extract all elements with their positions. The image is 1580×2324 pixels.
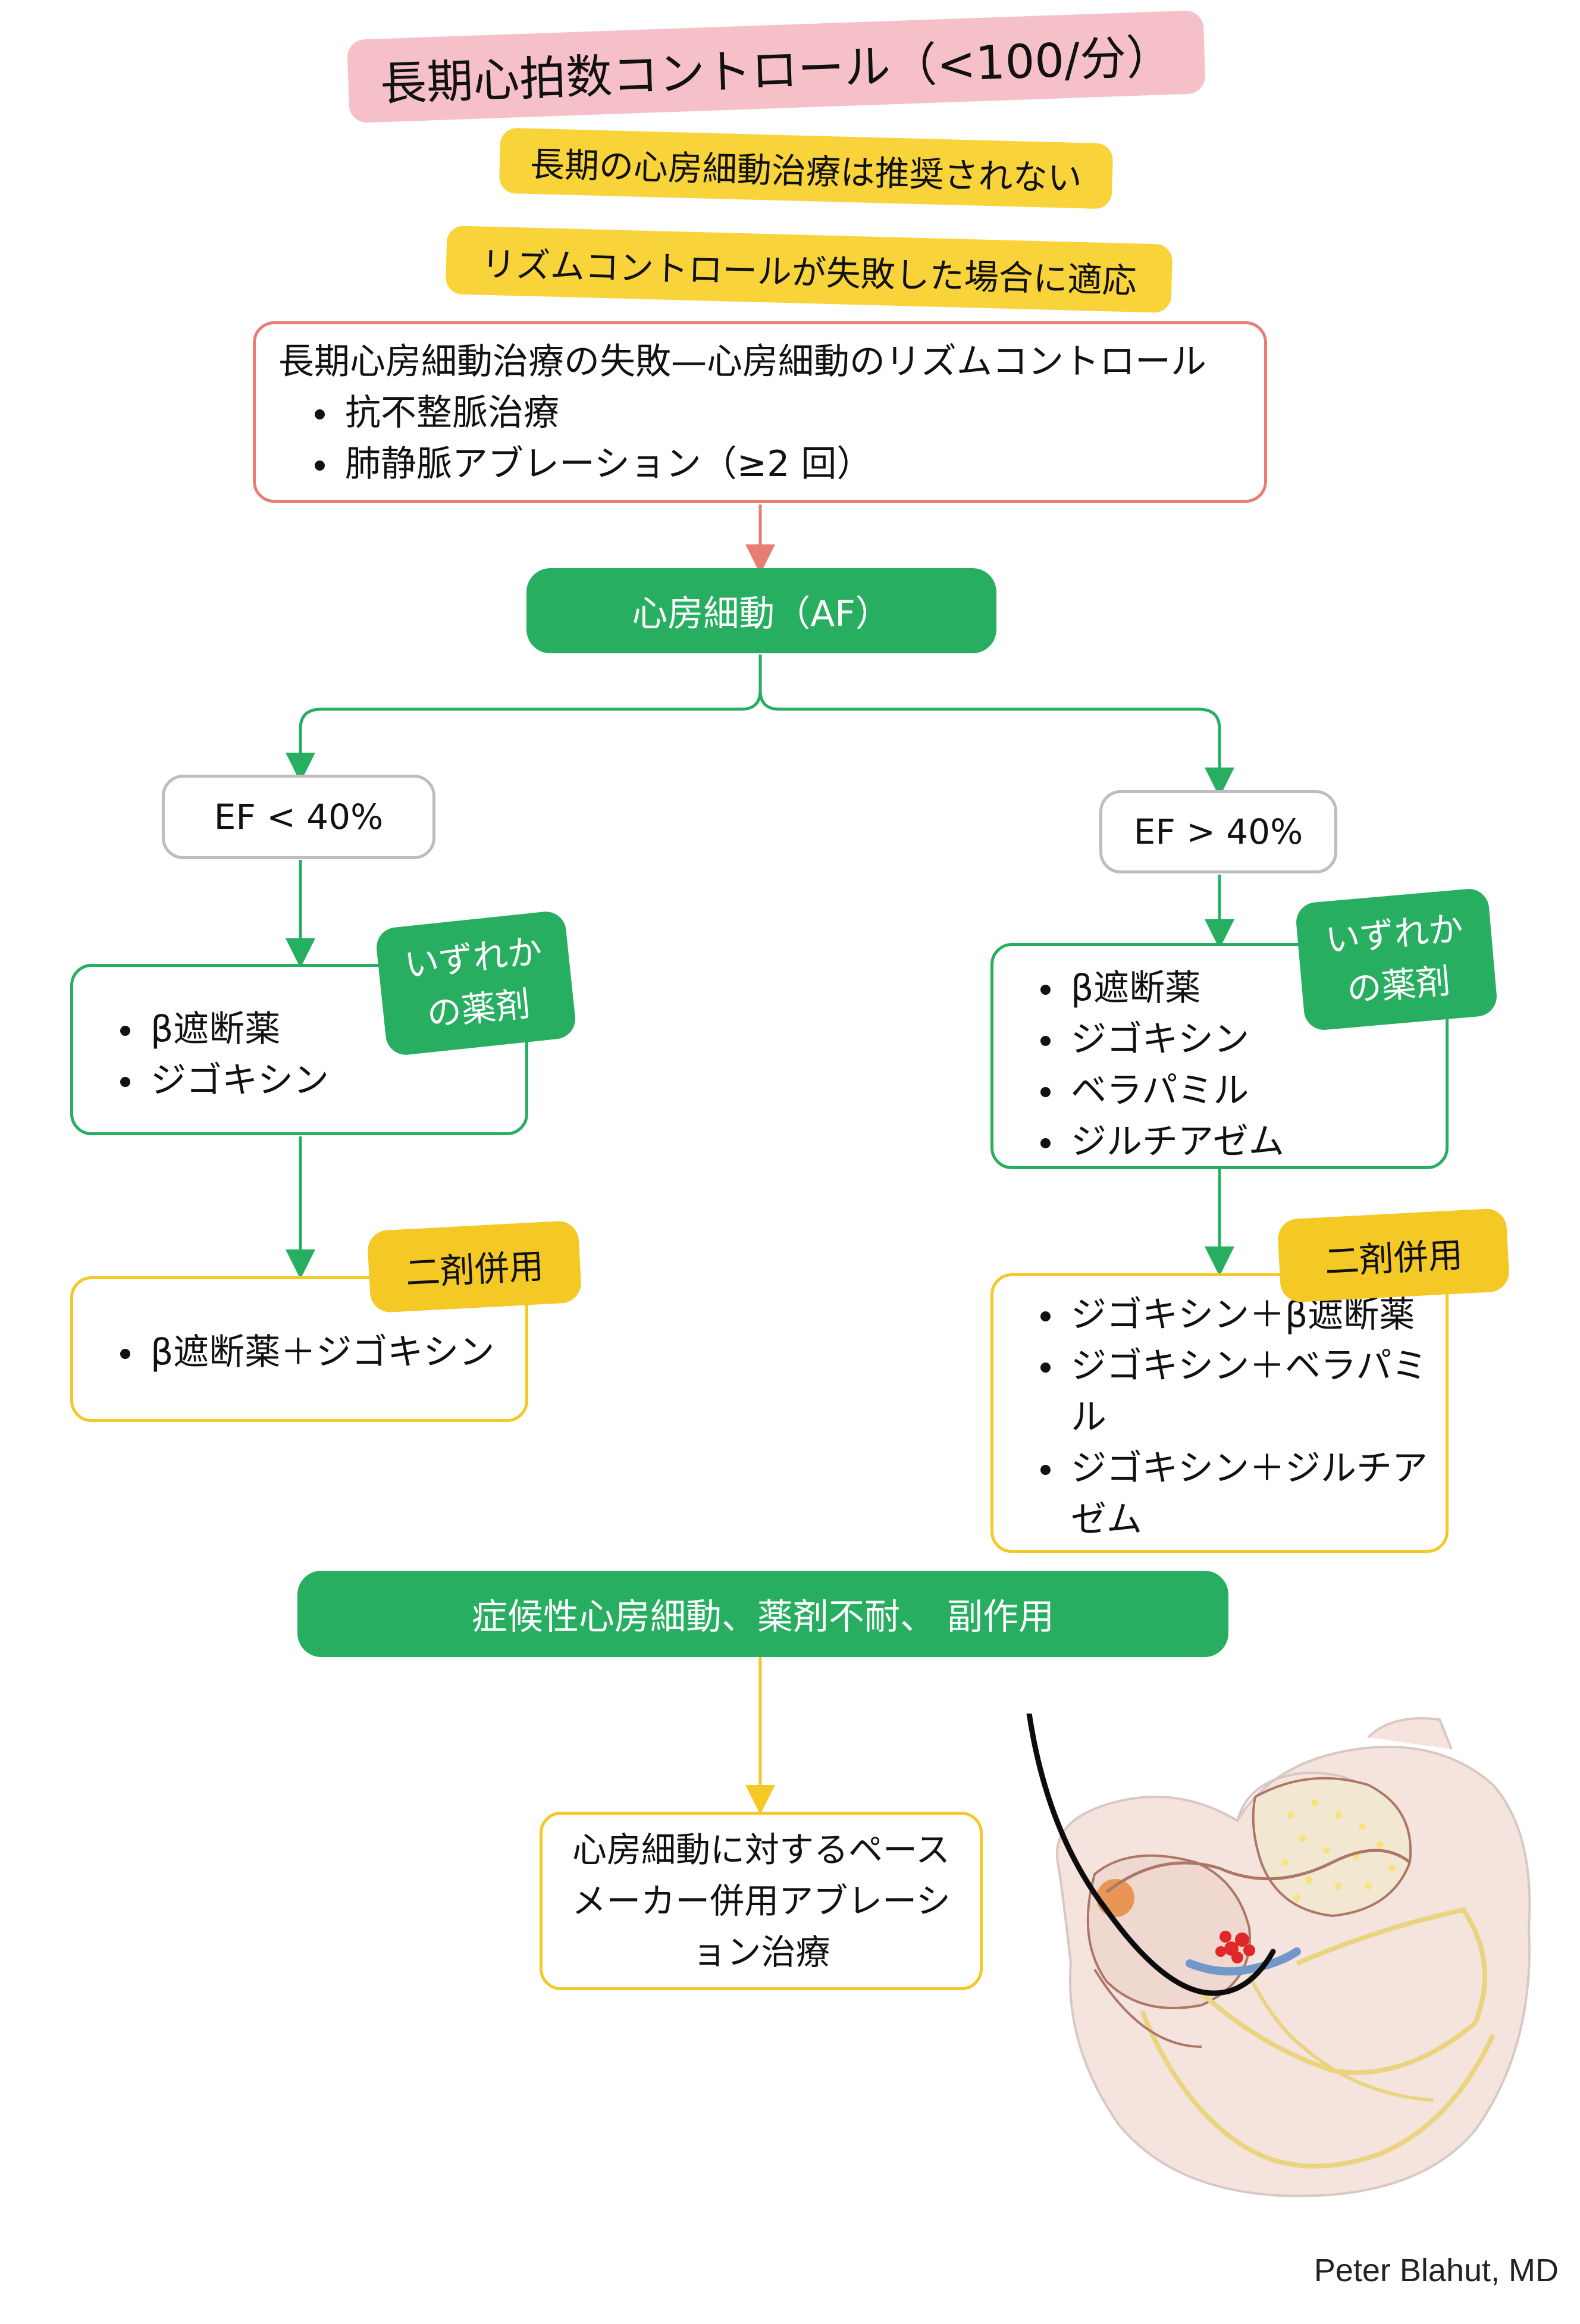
right-drug-box: β遮断薬 ジゴキシン ベラパミル ジルチアゼム — [990, 943, 1449, 1169]
left-drug-list: β遮断薬 ジゴキシン — [73, 1004, 525, 1106]
right-drug-item: ベラパミル — [1065, 1065, 1446, 1116]
heart-conduction-illustration — [1026, 1714, 1531, 2197]
note-indication-text: リズムコントロールが失敗した場合に適応 — [481, 243, 1137, 301]
failure-item-antiarrhythmic: 抗不整脈治療 — [339, 387, 1252, 439]
failure-box: 長期心房細動治療の失敗—心房細動のリズムコントロール 抗不整脈治療 肺静脈アブレ… — [253, 321, 1267, 503]
failure-item-ablation: 肺静脈アブレーション（≥2 回） — [339, 439, 1252, 490]
ef-below-40-box: EF < 40% — [162, 775, 435, 859]
failure-heading: 長期心房細動治療の失敗—心房細動のリズムコントロール — [278, 341, 1206, 383]
pacemaker-ablation-box: 心房細動に対するペースメーカー併用アブレーション治療 — [540, 1812, 983, 1990]
right-either-drug-tag-text: いずれかの薬剤 — [1324, 907, 1465, 1010]
pacemaker-ablation-text: 心房細動に対するペースメーカー併用アブレーション治療 — [572, 1830, 951, 1972]
right-drug-item: β遮断薬 — [1065, 963, 1446, 1014]
symptomatic-af-bar-text: 症候性心房細動、薬剤不耐、 副作用 — [471, 1596, 1055, 1638]
right-combo-tag-text: 二剤併用 — [1324, 1234, 1464, 1283]
left-combo-item: β遮断薬＋ジゴキシン — [145, 1327, 525, 1378]
failure-list: 抗不整脈治療 肺静脈アブレーション（≥2 回） — [268, 387, 1252, 490]
author-credit-text: Peter Blahut, MD — [1313, 2253, 1559, 2288]
right-drug-item: ジルチアゼム — [1065, 1116, 1446, 1167]
right-combo-item: ジゴキシン＋β遮断薬 — [1065, 1289, 1434, 1340]
arrow-af-to-left — [286, 654, 762, 782]
right-combo-item: ジゴキシン＋ジルチアゼム — [1065, 1443, 1434, 1545]
left-combo-tag-text: 二剤併用 — [405, 1245, 545, 1294]
ef-above-40-box: EF > 40% — [1099, 790, 1337, 873]
left-either-drug-tag-text: いずれかの薬剤 — [402, 930, 544, 1035]
ef-below-40-text: EF < 40% — [214, 797, 384, 837]
symptomatic-af-bar: 症候性心房細動、薬剤不耐、 副作用 — [297, 1571, 1228, 1657]
author-credit: Peter Blahut, MD — [1249, 2252, 1559, 2294]
left-drug-item: β遮断薬 — [145, 1004, 525, 1055]
note-not-recommended-text: 長期の心房細動治療は推奨されない — [529, 143, 1083, 199]
right-combo-item: ジゴキシン＋ベラパミル — [1065, 1340, 1434, 1443]
right-combo-box: ジゴキシン＋β遮断薬 ジゴキシン＋ベラパミル ジゴキシン＋ジルチアゼム — [990, 1273, 1449, 1553]
right-drug-list: β遮断薬 ジゴキシン ベラパミル ジルチアゼム — [993, 963, 1446, 1167]
left-either-drug-tag: いずれかの薬剤 — [374, 909, 578, 1057]
right-drug-item: ジゴキシン — [1065, 1014, 1446, 1065]
right-either-drug-tag: いずれかの薬剤 — [1294, 887, 1499, 1032]
right-combo-list: ジゴキシン＋β遮断薬 ジゴキシン＋ベラパミル ジゴキシン＋ジルチアゼム — [993, 1289, 1446, 1545]
left-combo-list: β遮断薬＋ジゴキシン — [73, 1327, 525, 1378]
left-drug-item: ジゴキシン — [145, 1055, 525, 1106]
ef-above-40-text: EF > 40% — [1133, 812, 1303, 852]
right-combo-tag: 二剤併用 — [1277, 1208, 1510, 1303]
af-node-text: 心房細動（AF） — [632, 593, 891, 635]
left-combo-tag: 二剤併用 — [366, 1220, 582, 1314]
af-node: 心房細動（AF） — [526, 568, 996, 653]
arrow-af-to-right — [758, 690, 1234, 797]
